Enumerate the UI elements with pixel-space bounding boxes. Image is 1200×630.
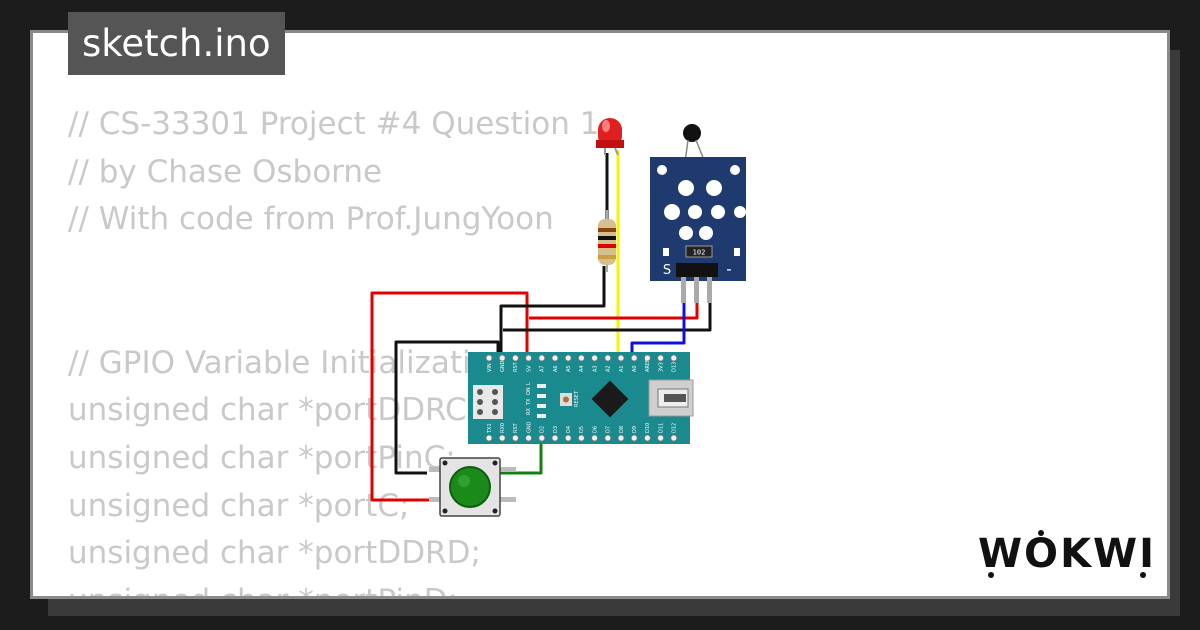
wire-black-sensor [503, 303, 712, 332]
pin-hole [604, 354, 612, 362]
nano-led-tx: TX [526, 398, 532, 406]
pin-hole [591, 354, 598, 362]
pin-hole [578, 354, 585, 362]
green-pushbutton [429, 457, 516, 517]
sensor-chip-label: 102 [693, 249, 706, 257]
nano-led-l: L [526, 382, 532, 385]
pin-label: A4 [579, 365, 585, 372]
pin-label: A2 [606, 365, 612, 372]
pin-label: D13 [672, 362, 678, 372]
wire-black-button [394, 340, 500, 475]
temperature-sensor-module: 102 S - [650, 124, 746, 303]
pin-label: D4 [566, 426, 572, 433]
pin-label: 3V3 [658, 362, 664, 372]
pin-label: D3 [553, 426, 559, 433]
pin-label: 5V [526, 365, 532, 372]
pin-hole [551, 434, 559, 442]
code-preview: // CS-33301 Project #4 Question 1 // by … [68, 101, 599, 596]
sensor-minus-label: - [726, 260, 731, 278]
pin-hole [551, 354, 559, 362]
nano-bottom-pin-labels: TX1 RX0 RST GND D2 D3 D4 D5 D6 D7 D8 D9 D10 D11 D12 [487, 421, 678, 434]
pin-hole [604, 434, 612, 442]
code-line: unsigned char *portDDRD; [68, 535, 481, 572]
pin-hole [498, 354, 506, 362]
code-line: unsigned char *portPinD; [68, 583, 458, 596]
pin-hole [498, 434, 506, 442]
nano-led-rx: RX [526, 408, 532, 415]
pin-hole [564, 354, 572, 362]
sensor-signal-label: S [663, 263, 671, 278]
pin-hole [485, 354, 493, 362]
nano-reset-label: RESET [574, 390, 580, 407]
pin-hole [538, 434, 546, 442]
pin-label: RST [513, 361, 519, 372]
pin-hole [538, 354, 546, 362]
wire-blue-sensor [630, 303, 686, 355]
pin-hole [670, 354, 678, 362]
nano-led-on: ON [526, 387, 532, 395]
pin-hole [578, 434, 585, 442]
pin-hole [630, 434, 638, 442]
pin-hole [564, 434, 572, 442]
pin-label: RST [513, 422, 519, 433]
wire-red-sensor [529, 303, 699, 320]
pin-label: D6 [592, 426, 598, 433]
wokwi-logo: WOKWI [978, 530, 1156, 578]
wokwi-logo-text: WOKWI [978, 531, 1156, 577]
pin-label: D8 [619, 426, 625, 433]
pin-hole [617, 434, 625, 442]
resistor [598, 210, 616, 272]
file-name-tab: sketch.ino [68, 12, 285, 75]
pin-label: A7 [540, 365, 546, 372]
pin-label: RX0 [500, 423, 506, 433]
pin-label: AREF [645, 359, 651, 372]
code-line: // With code from Prof.JungYoon [68, 201, 554, 238]
pin-label: GND [500, 360, 506, 372]
pin-label: D12 [672, 423, 678, 433]
pin-label: D2 [540, 426, 546, 433]
pin-label: A0 [632, 365, 638, 372]
pin-hole [644, 434, 651, 442]
pin-hole [525, 434, 532, 442]
pin-label: VIN [487, 363, 493, 372]
arduino-nano-board: VIN GND RST 5V A7 A6 A5 A4 A3 A2 A1 A0 AREF 3V3 D13 TX… [468, 352, 694, 444]
pin-label: TX1 [487, 423, 493, 434]
pin-label: D5 [579, 426, 585, 433]
nano-top-pin-labels: VIN GND RST 5V A7 A6 A5 A4 A3 A2 A1 A0 AREF 3V3 D13 [487, 359, 678, 372]
pin-label: D7 [606, 426, 612, 433]
nano-top-pin-holes [485, 354, 678, 362]
pin-hole [525, 354, 532, 362]
code-line: unsigned char *portC; [68, 487, 410, 524]
wire-black-resistor [499, 266, 606, 355]
code-line: // by Chase Osborne [68, 153, 383, 190]
pin-hole [617, 354, 625, 362]
pin-label: A3 [592, 365, 598, 372]
pin-label: A5 [566, 365, 572, 372]
pin-hole [670, 434, 678, 442]
pin-hole [591, 434, 598, 442]
pin-label: D10 [645, 423, 651, 433]
wire-green-button [500, 440, 543, 475]
pin-hole [644, 354, 651, 362]
code-line: // CS-33301 Project #4 Question 1 [68, 106, 600, 142]
nano-bottom-pin-holes [485, 434, 678, 442]
preview-card: // CS-33301 Project #4 Question 1 // by … [33, 33, 1167, 596]
pin-hole [512, 434, 519, 442]
pin-hole [485, 434, 493, 442]
pin-hole [630, 354, 638, 362]
pin-hole [657, 434, 664, 442]
wire-red-button [370, 291, 529, 502]
pin-label: D11 [658, 423, 664, 433]
red-led [596, 118, 624, 156]
pin-label: A1 [619, 365, 625, 372]
pin-label: D9 [632, 426, 638, 433]
pin-label: GND [526, 421, 532, 433]
code-line: // GPIO Variable Initialization [68, 344, 510, 381]
code-line: unsigned char *portDDRC; [68, 392, 478, 429]
pin-hole [657, 354, 664, 362]
pin-hole [512, 354, 519, 362]
pin-label: A6 [553, 365, 559, 372]
circuit-diagram: 102 S - VIN GND RST 5V A7 A6 A5 A4 A3 A2 A1 A0 AREF 3… [370, 118, 746, 517]
